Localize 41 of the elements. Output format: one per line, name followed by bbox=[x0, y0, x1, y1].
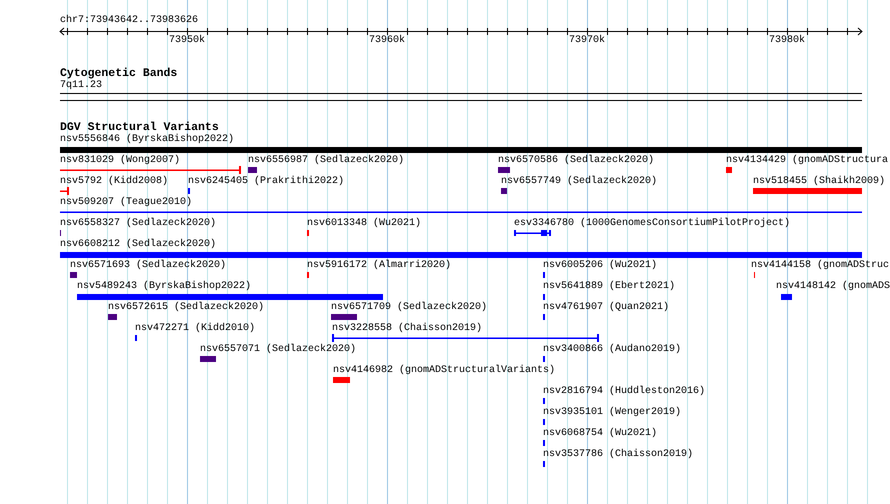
variant-label: nsv6013348 (Wu2021) bbox=[307, 218, 422, 230]
variant-label: nsv6557071 (Sedlazeck2020) bbox=[200, 344, 356, 356]
tick-label: 73950k bbox=[169, 35, 205, 47]
variant-label: nsv5916172 (Almarri2020) bbox=[307, 260, 452, 272]
variant-label: nsv6570586 (Sedlazeck2020) bbox=[498, 155, 654, 167]
variant-label: nsv6557749 (Sedlazeck2020) bbox=[501, 176, 658, 188]
coordinate-label: chr7:73943642..73983626 bbox=[60, 15, 198, 27]
variant-label: nsv4134429 (gnomADStructura bbox=[726, 155, 888, 167]
variant-label: nsv3935101 (Wenger2019) bbox=[543, 407, 682, 419]
variant-label: nsv509207 (Teague2010) bbox=[60, 197, 192, 209]
track-title: DGV Structural Variants bbox=[60, 122, 219, 134]
variant-label: nsv5792 (Kidd2008) bbox=[60, 176, 168, 188]
variant-label: nsv6572615 (Sedlazeck2020) bbox=[108, 302, 264, 314]
variant-label: nsv6571709 (Sedlazeck2020) bbox=[331, 302, 488, 314]
variant-label: nsv6571693 (Sedlazeck2020) bbox=[70, 260, 226, 272]
variant-label: nsv2816794 (Huddleston2016) bbox=[543, 386, 706, 398]
variant-label: nsv4146982 (gnomADStructuralVariants) bbox=[333, 365, 556, 377]
variant-label: nsv472271 (Kidd2010) bbox=[135, 323, 256, 335]
variant-label: nsv5556846 (ByrskaBishop2022) bbox=[60, 134, 234, 146]
variant-label: nsv518455 (Shaikh2009) bbox=[753, 176, 886, 188]
variant-label: nsv4761907 (Quan2021) bbox=[543, 302, 670, 314]
variant-label: nsv3400866 (Audano2019) bbox=[543, 344, 682, 356]
variant-label: nsv6068754 (Wu2021) bbox=[543, 428, 658, 440]
variant-label: nsv6005206 (Wu2021) bbox=[543, 260, 658, 272]
variant-label: nsv6558327 (Sedlazeck2020) bbox=[60, 218, 216, 230]
variant-label: nsv6556987 (Sedlazeck2020) bbox=[248, 155, 404, 167]
tick-label: 73970k bbox=[569, 35, 605, 47]
track-title: Cytogenetic Bands bbox=[60, 68, 178, 80]
variant-label: nsv6608212 (Sedlazeck2020) bbox=[60, 239, 216, 251]
variant-label: nsv4148142 (gnomADS bbox=[776, 281, 890, 293]
band-label: 7q11.23 bbox=[60, 80, 102, 92]
variant-label: nsv831029 (Wong2007) bbox=[60, 155, 180, 167]
variant-label: nsv5641889 (Ebert2021) bbox=[543, 281, 676, 293]
tick-label: 73980k bbox=[769, 35, 805, 47]
variant-label: nsv3228558 (Chaisson2019) bbox=[332, 323, 482, 335]
tick-label: 73960k bbox=[369, 35, 405, 47]
variant-label: nsv6245405 (Prakrithi2022) bbox=[188, 176, 344, 188]
variant-label: nsv5489243 (ByrskaBishop2022) bbox=[77, 281, 252, 293]
variant-label: nsv3537786 (Chaisson2019) bbox=[543, 449, 694, 461]
variant-label: esv3346780 (1000GenomesConsortiumPilotProject) bbox=[514, 218, 790, 230]
variant-label: nsv4144158 (gnomADStruc bbox=[751, 260, 890, 272]
